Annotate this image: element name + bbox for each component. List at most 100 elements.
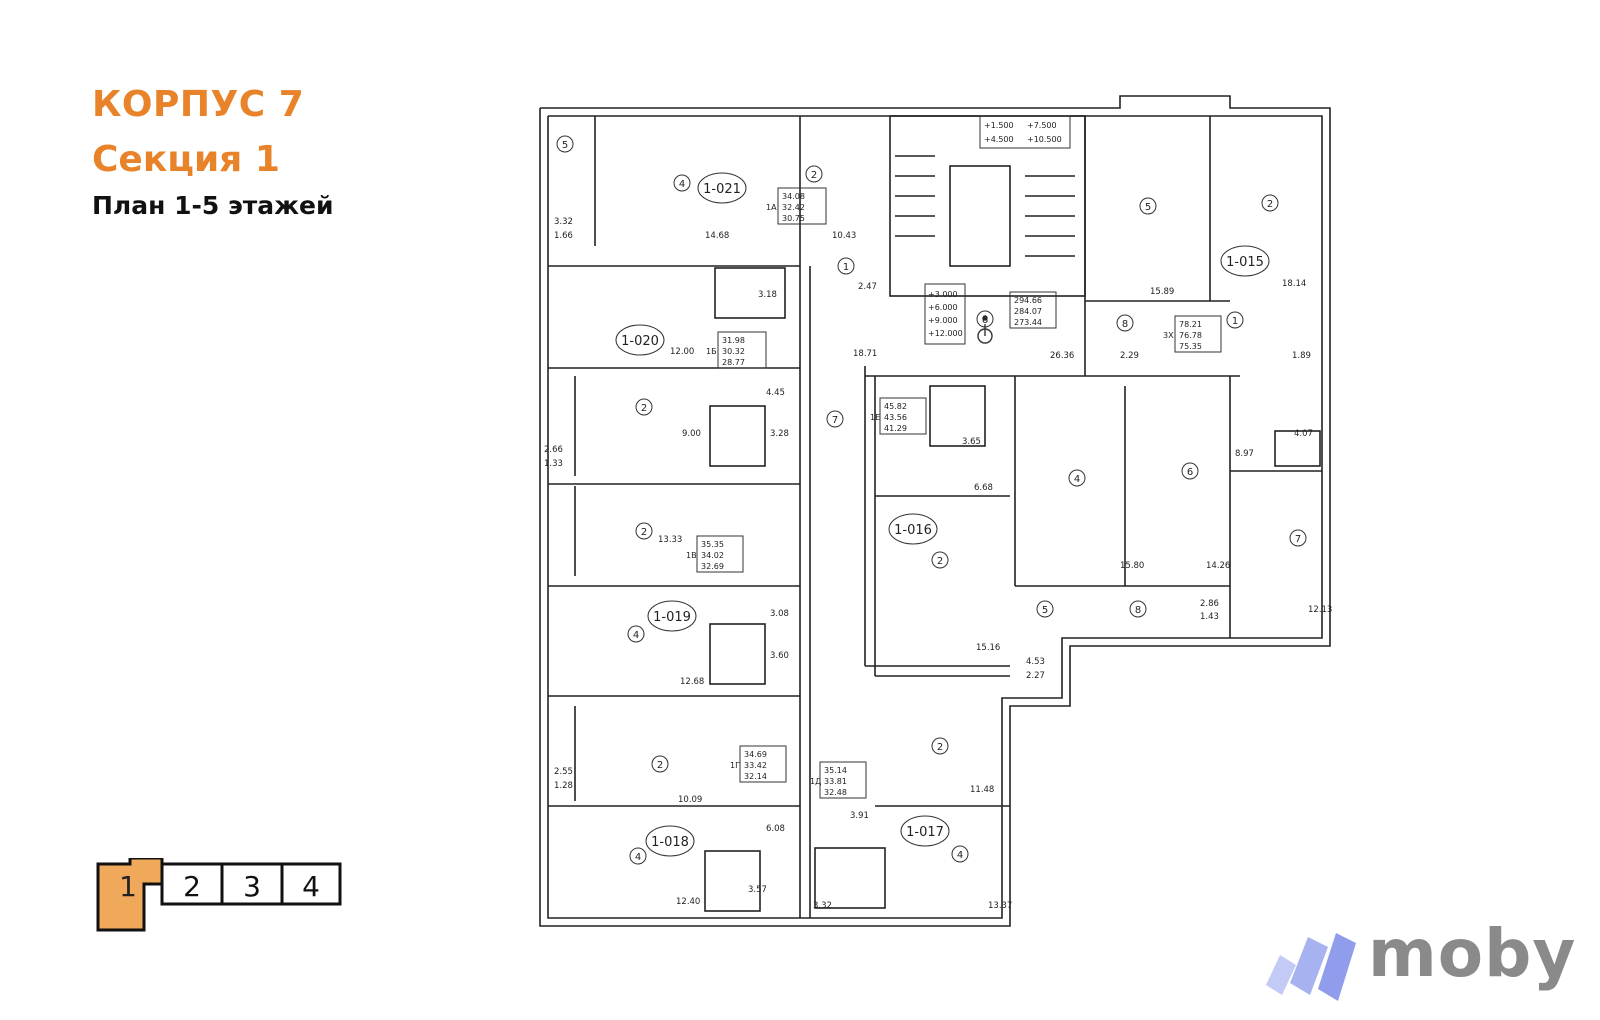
moby-logo-icon	[1266, 933, 1356, 1001]
room-area: 10.43	[832, 231, 856, 241]
area-living: 33.42	[744, 761, 767, 770]
section-2-box[interactable]	[160, 862, 224, 906]
room-number: 2	[641, 527, 647, 538]
room-area: 6.08	[766, 824, 785, 834]
room-number: 2	[937, 556, 943, 567]
apartment-type: 1А	[766, 203, 777, 212]
area-living: 33.81	[824, 777, 847, 786]
apartment-id: 1-020	[621, 334, 659, 349]
section-selector[interactable]: 1 2 3 4	[96, 858, 346, 936]
section-4-label[interactable]: 4	[302, 870, 320, 903]
area-living: 34.02	[701, 551, 724, 560]
room-area: 3.91	[850, 811, 869, 821]
apartment-id: 1-021	[703, 182, 741, 197]
room-area: 15.16	[976, 643, 1000, 653]
room-area-labels: 14.68 10.43 3.32 1.66 3.18 2.47 12.00 18…	[544, 217, 1332, 911]
floor-plan: 1-021 1-020 1-019 1-018 1-017 1-016 1-01…	[539, 95, 1332, 927]
room-area: 12.13	[1308, 605, 1332, 615]
area-living: 30.32	[722, 347, 745, 356]
room-area: 3.08	[770, 609, 789, 619]
plan-walls	[539, 95, 1331, 927]
apartment-type: 1В	[686, 551, 697, 560]
room-area: 9.00	[682, 429, 701, 439]
room-number: 8	[1122, 319, 1128, 330]
room-area: 1.28	[554, 781, 573, 791]
room-area: 1.33	[544, 459, 563, 469]
area-total: 78.21	[1179, 320, 1202, 329]
room-area: 11.48	[970, 785, 994, 795]
brand-logo: moby	[1262, 915, 1592, 1015]
area-total: 35.35	[701, 540, 724, 549]
apartment-id: 1-018	[651, 835, 689, 850]
section-3-label[interactable]: 3	[243, 870, 261, 903]
section-1-label[interactable]: 1	[119, 870, 137, 903]
area-reduced: 32.69	[701, 562, 724, 571]
room-area: 4.45	[766, 388, 785, 398]
room-area: 13.37	[988, 901, 1012, 911]
area-reduced: 32.14	[744, 772, 767, 781]
area-reduced: 32.48	[824, 788, 847, 797]
lobby-area: 284.07	[1014, 307, 1042, 316]
room-area: 14.68	[705, 231, 729, 241]
room-area: 1.43	[1200, 612, 1219, 622]
room-area: 3.28	[770, 429, 789, 439]
apartment-id: 1-016	[894, 523, 932, 538]
level-mark: +7.500	[1027, 121, 1057, 130]
level-mark: +10.500	[1027, 135, 1062, 144]
apartment-type: 1Г	[730, 761, 740, 770]
section-2-label[interactable]: 2	[183, 870, 201, 903]
room-area: 4.53	[1026, 657, 1045, 667]
room-area: 1.89	[1292, 351, 1311, 361]
apartment-id: 1-019	[653, 610, 691, 625]
apartment-type: 1Д	[810, 777, 821, 786]
apartment-labels: 1-021 1-020 1-019 1-018 1-017 1-016 1-01…	[615, 172, 1270, 857]
room-area: 13.33	[658, 535, 682, 545]
room-area: 12.40	[676, 897, 700, 907]
room-number: 5	[562, 140, 568, 151]
room-number: 4	[1074, 474, 1080, 485]
room-area: 8.97	[1235, 449, 1254, 459]
room-number: 2	[641, 403, 647, 414]
room-area: 15.80	[1120, 561, 1144, 571]
room-number: 2	[937, 742, 943, 753]
area-total: 34.69	[744, 750, 767, 759]
area-total: 34.08	[782, 192, 805, 201]
room-number: 7	[1295, 534, 1301, 545]
room-number: 1	[1232, 316, 1238, 327]
room-area: 3.65	[962, 437, 981, 447]
apartment-id: 1-017	[906, 825, 944, 840]
section-4-box[interactable]	[280, 862, 342, 906]
room-area: 2.66	[544, 445, 563, 455]
room-area: 2.86	[1200, 599, 1219, 609]
building-title: КОРПУС 7	[92, 84, 305, 125]
area-living: 76.78	[1179, 331, 1202, 340]
plan-title: План 1-5 этажей	[92, 191, 334, 220]
room-area: 2.47	[858, 282, 877, 292]
room-number: 2	[657, 760, 663, 771]
room-area: 12.68	[680, 677, 704, 687]
area-reduced: 41.29	[884, 424, 907, 433]
level-mark: +12.000	[928, 329, 963, 338]
room-area: 26.36	[1050, 351, 1074, 361]
area-boxes	[696, 115, 1222, 799]
area-reduced: 75.35	[1179, 342, 1202, 351]
room-area: 15.89	[1150, 287, 1174, 297]
room-area: 18.71	[853, 349, 877, 359]
room-area: 6.68	[974, 483, 993, 493]
room-number: 4	[633, 630, 639, 641]
level-mark: +3.000	[928, 290, 958, 299]
area-values: 34.08 32.42 30.75 1А 31.98 30.32 28.77 1…	[686, 121, 1202, 797]
room-area: 2.29	[1120, 351, 1139, 361]
outer-wall-inner	[547, 115, 1323, 919]
lobby-area: 273.44	[1014, 318, 1042, 327]
room-area: 1.66	[554, 231, 573, 241]
room-area: 4.07	[1294, 429, 1313, 439]
room-area: 14.26	[1206, 561, 1230, 571]
level-mark: +1.500	[984, 121, 1014, 130]
apartment-type: 1Б	[706, 347, 717, 356]
section-title: Секция 1	[92, 139, 280, 180]
room-number: 2	[811, 170, 817, 181]
room-area: 3.18	[758, 290, 777, 300]
wheelchair-icon	[977, 315, 993, 344]
room-area: 12.00	[670, 347, 694, 357]
